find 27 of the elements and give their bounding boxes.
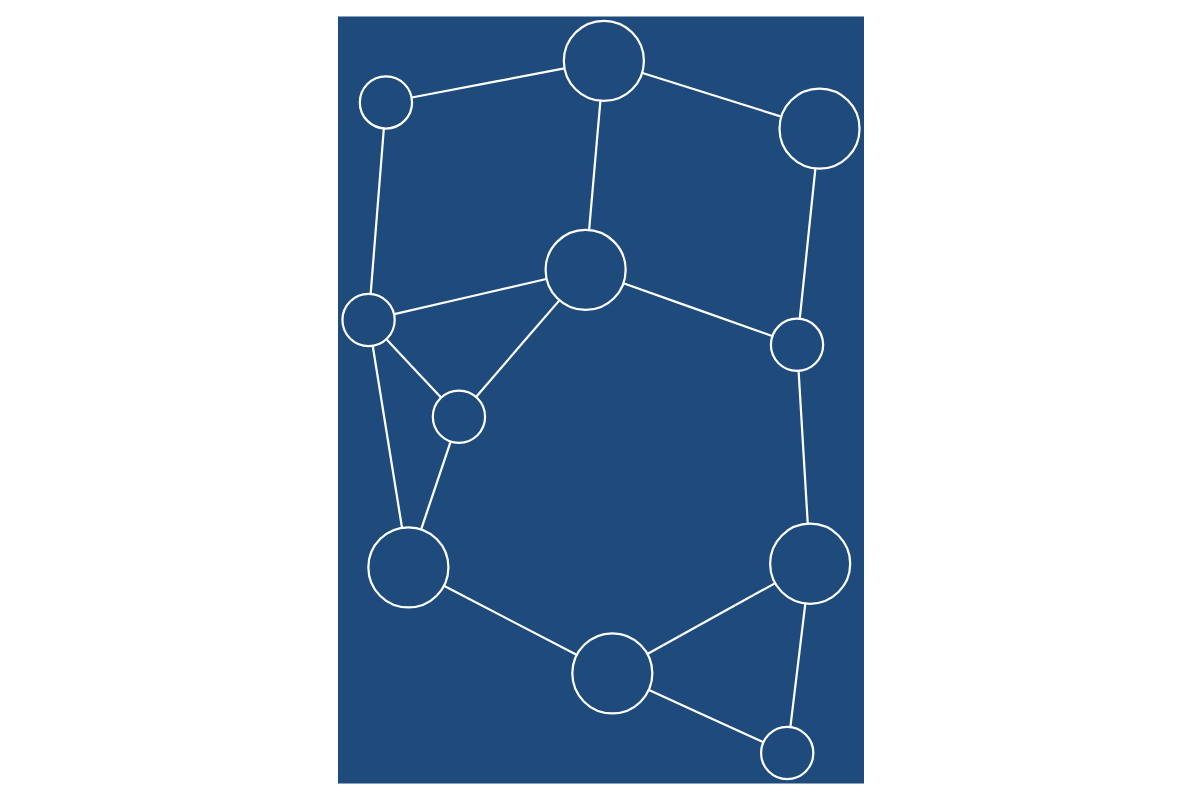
connector	[788, 603, 806, 728]
node-circle	[340, 292, 395, 348]
connector	[442, 584, 577, 656]
node-circle	[759, 725, 814, 781]
node-circle	[561, 19, 644, 102]
connector	[368, 128, 384, 294]
connector	[419, 441, 451, 530]
connector	[647, 689, 763, 743]
connector	[796, 371, 808, 524]
connector	[384, 338, 441, 399]
node-circle	[357, 75, 413, 130]
node-circle	[777, 87, 860, 170]
connector	[797, 168, 816, 319]
connector	[622, 282, 772, 338]
connector	[587, 101, 601, 230]
connector	[370, 345, 403, 528]
node-circle	[366, 526, 449, 609]
connector	[645, 582, 775, 655]
connector	[641, 71, 781, 118]
connector	[410, 67, 564, 99]
connector	[474, 299, 560, 398]
node-circle	[430, 389, 486, 444]
node-circle	[570, 632, 653, 715]
node-circle	[543, 228, 626, 312]
node-circle	[768, 317, 824, 373]
node-circle	[768, 522, 851, 605]
connector	[393, 277, 546, 316]
